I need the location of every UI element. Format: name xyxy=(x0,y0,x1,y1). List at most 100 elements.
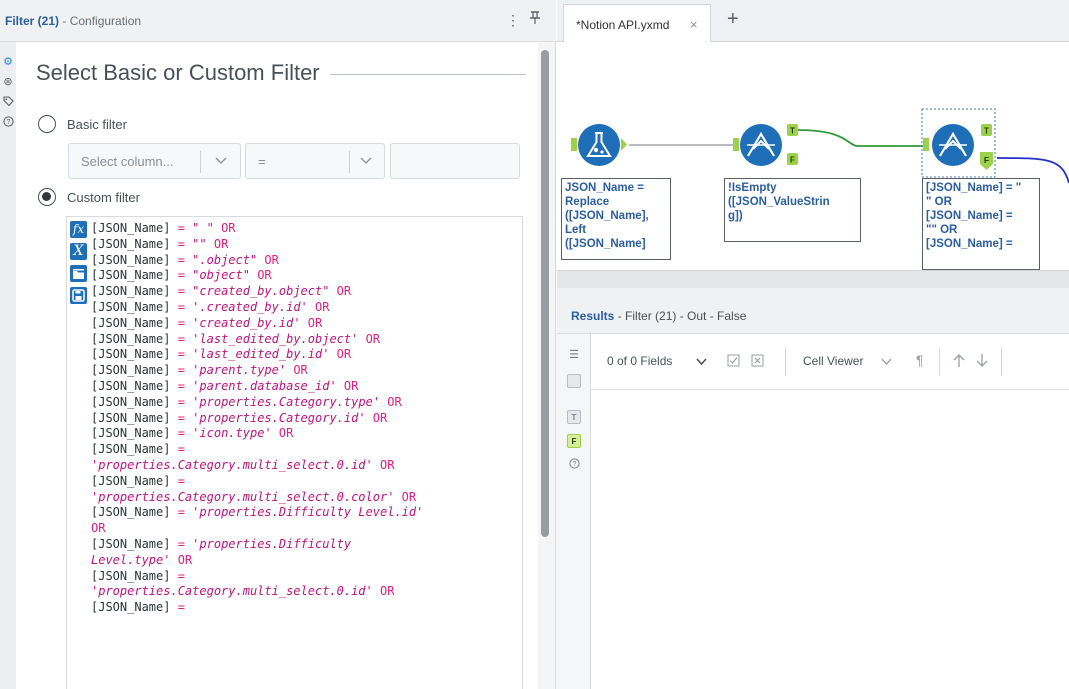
custom-filter-label: Custom filter xyxy=(67,189,140,205)
expression-line: 'properties.Category.multi_select.0.id' … xyxy=(91,584,521,600)
svg-text:?: ? xyxy=(572,461,576,468)
true-anchor-label: T xyxy=(790,127,795,136)
expression-text[interactable]: [JSON_Name] = " " OR[JSON_Name] = "" OR[… xyxy=(91,221,521,616)
expression-token: OR xyxy=(257,252,279,267)
deselect-all-icon[interactable] xyxy=(751,354,764,367)
expression-token: [JSON_Name] xyxy=(91,473,171,488)
paragraph-icon[interactable]: ¶ xyxy=(916,352,924,368)
selected-filter-tool-node[interactable]: T F xyxy=(923,123,995,171)
open-folder-icon[interactable] xyxy=(70,265,87,282)
configuration-panel: Filter (21) - Configuration ⋮ ⚙ ⊛ ? Sele… xyxy=(0,0,556,689)
custom-filter-option[interactable]: Custom filter xyxy=(38,188,140,206)
configuration-scrollbar[interactable] xyxy=(541,50,549,537)
expression-token: = xyxy=(170,410,193,425)
variables-icon[interactable]: X xyxy=(70,243,87,260)
expression-token: [JSON_Name] xyxy=(91,426,171,441)
operator-select[interactable]: = xyxy=(245,143,385,179)
close-icon[interactable]: × xyxy=(690,17,698,32)
expression-token: OR xyxy=(329,284,352,299)
list-icon[interactable]: ☰ xyxy=(569,349,579,361)
basic-filter-radio[interactable] xyxy=(38,115,56,133)
help-icon[interactable]: ? xyxy=(2,116,14,128)
more-options-icon[interactable]: ⋮ xyxy=(506,12,520,28)
expression-token: OR xyxy=(249,268,272,283)
svg-text:F: F xyxy=(984,155,989,165)
expression-token: = xyxy=(170,284,193,299)
expression-token: OR xyxy=(372,584,395,599)
column-select[interactable]: Select column... xyxy=(68,143,241,179)
chevron-down-icon[interactable] xyxy=(215,157,227,165)
expression-line: [JSON_Name] = xyxy=(91,442,521,458)
configuration-label: - Configuration xyxy=(62,14,142,28)
results-panel: Results - Filter (21) - Out - False ☰ T … xyxy=(557,296,1069,689)
expression-token: OR xyxy=(365,410,388,425)
expression-token: [JSON_Name] xyxy=(91,442,171,457)
cell-viewer-label[interactable]: Cell Viewer xyxy=(803,354,864,368)
custom-filter-radio[interactable] xyxy=(38,188,56,206)
chevron-down-icon[interactable] xyxy=(881,358,892,366)
chevron-down-icon[interactable] xyxy=(696,358,707,366)
tab-notion-api[interactable]: *Notion API.yxmd × xyxy=(563,4,711,42)
expression-token: [JSON_Name] xyxy=(91,394,171,409)
expression-token: '.created_by.id' xyxy=(192,299,308,314)
expression-token: = xyxy=(170,221,193,235)
results-label: Results xyxy=(571,309,615,323)
column-select-placeholder: Select column... xyxy=(81,153,174,169)
filter-value-input[interactable] xyxy=(390,143,520,179)
expression-token: = xyxy=(170,536,193,551)
expression-token: 'last_edited_by.id' xyxy=(192,347,330,362)
canvas-horizontal-scrollbar[interactable] xyxy=(557,270,1069,288)
gear-icon[interactable]: ⚙ xyxy=(3,56,13,68)
expression-token: [JSON_Name] xyxy=(91,315,171,330)
arrow-up-icon[interactable] xyxy=(953,353,965,368)
expression-token: 'parent.database_id' xyxy=(192,378,337,393)
configuration-header: Filter (21) - Configuration ⋮ xyxy=(0,0,556,42)
expression-token: 'properties.Category.multi_select.0.colo… xyxy=(91,489,395,504)
fields-selector[interactable]: 0 of 0 Fields xyxy=(607,354,672,368)
expression-token: [JSON_Name] xyxy=(91,600,171,615)
expression-token: " " xyxy=(192,221,214,235)
arrow-down-icon[interactable] xyxy=(976,353,988,368)
expression-token: 'properties.Difficulty xyxy=(192,536,352,551)
tag-icon[interactable] xyxy=(2,96,14,108)
formula-tool-node[interactable] xyxy=(571,123,627,167)
add-tab-icon[interactable]: + xyxy=(727,8,739,30)
help-icon[interactable]: ? xyxy=(567,458,581,472)
expression-token: 'properties.Category.id' xyxy=(192,410,366,425)
expression-token: OR xyxy=(358,331,381,346)
grid-icon[interactable] xyxy=(567,374,581,388)
expression-token: = xyxy=(170,331,193,346)
tab-label: *Notion API.yxmd xyxy=(576,18,670,32)
page-title: Select Basic or Custom Filter xyxy=(36,60,330,86)
filter-tool-node[interactable]: T F xyxy=(733,123,801,167)
chevron-down-icon[interactable] xyxy=(360,157,372,165)
workflow-canvas[interactable]: JSON_Name = Replace ([JSON_Name], Left (… xyxy=(557,43,1069,270)
results-header: Results - Filter (21) - Out - False xyxy=(557,296,1069,334)
expression-token: = xyxy=(170,426,193,441)
expression-line: [JSON_Name] = "created_by.object" OR xyxy=(91,284,521,300)
basic-filter-option[interactable]: Basic filter xyxy=(38,115,127,133)
function-icon[interactable]: fx xyxy=(70,221,87,238)
operator-value: = xyxy=(258,153,266,169)
select-all-icon[interactable] xyxy=(727,354,740,367)
configuration-title: Filter (21) - Configuration xyxy=(5,14,141,28)
expression-token: [JSON_Name] xyxy=(91,505,171,520)
custom-filter-expression-editor[interactable]: fx X [JSON_Name] = " " OR[JSON_Name] = "… xyxy=(66,216,523,689)
annotation-icon[interactable]: ⊛ xyxy=(3,76,13,88)
expression-token: [JSON_Name] xyxy=(91,378,171,393)
expression-line: [JSON_Name] = 'icon.type' OR xyxy=(91,426,521,442)
expression-token: [JSON_Name] xyxy=(91,536,171,551)
false-anchor-icon[interactable]: F xyxy=(567,434,581,448)
expression-token: = xyxy=(170,268,193,283)
configuration-side-rail: ⚙ ⊛ ? xyxy=(0,42,16,689)
expression-line: 'properties.Category.multi_select.0.colo… xyxy=(91,490,521,506)
panel-splitter[interactable] xyxy=(557,288,1069,296)
workflow-connections xyxy=(629,108,1069,184)
save-icon[interactable] xyxy=(70,287,87,304)
results-source: - Filter (21) - Out - False xyxy=(617,309,747,323)
expression-line: [JSON_Name] = "" OR xyxy=(91,237,521,253)
expression-token: = xyxy=(170,236,193,251)
true-anchor-icon[interactable]: T xyxy=(567,410,581,424)
pin-icon[interactable] xyxy=(526,10,544,30)
select-divider xyxy=(349,151,350,173)
